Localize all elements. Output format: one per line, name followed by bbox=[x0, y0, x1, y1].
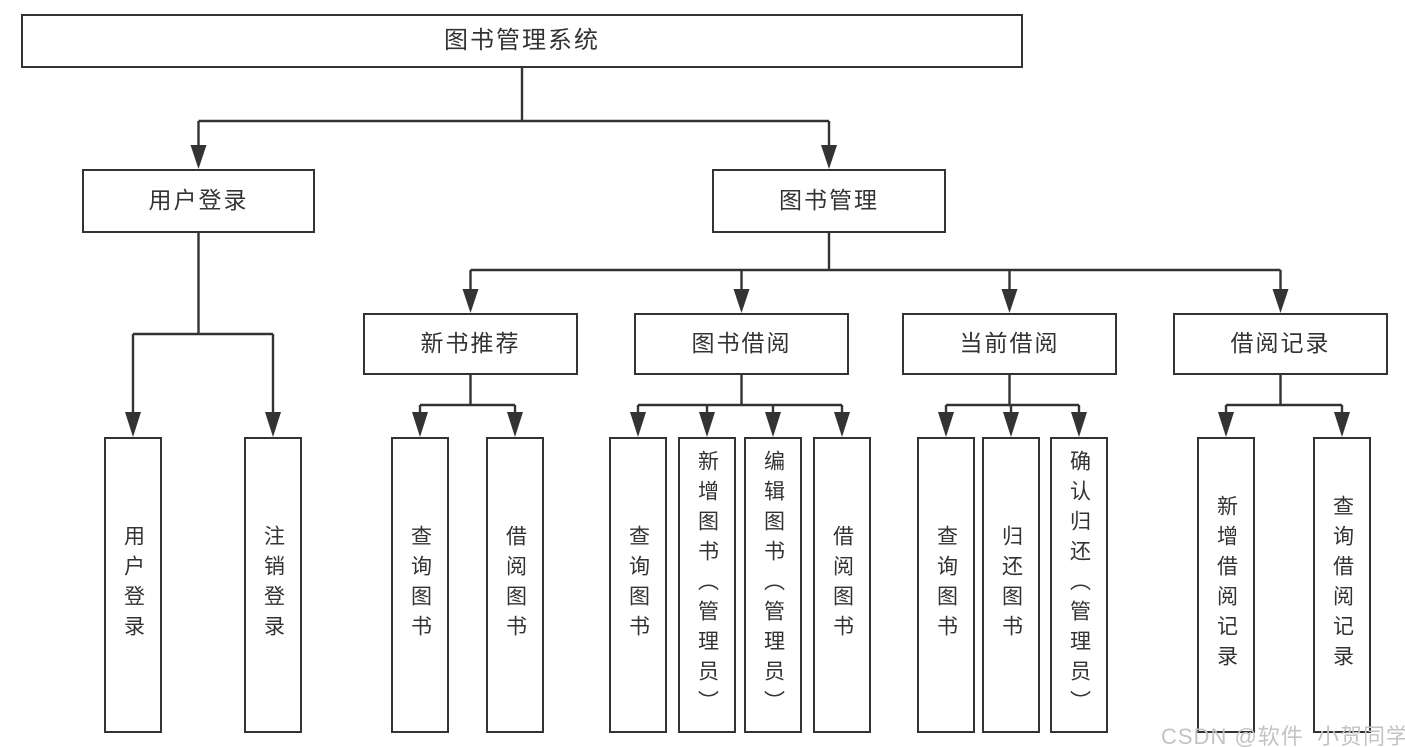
node-label: 借阅记录 bbox=[1230, 330, 1331, 357]
node-leaf-edit-book-admin: 编辑图书（管理员） bbox=[744, 437, 802, 733]
connector-user-login-to-leaves bbox=[125, 233, 281, 437]
node-label: 查询图书 bbox=[408, 525, 432, 645]
node-label: 图书借阅 bbox=[691, 330, 792, 357]
node-leaf-borrow-books-2: 借阅图书 bbox=[813, 437, 871, 733]
connector-book-mgmt-to-level3 bbox=[462, 233, 1289, 313]
node-label: 新增图书（管理员） bbox=[695, 450, 719, 720]
node-leaf-query-borrow-record: 查询借阅记录 bbox=[1313, 437, 1371, 733]
node-label: 编辑图书（管理员） bbox=[761, 450, 785, 720]
node-label: 用户登录 bbox=[148, 187, 249, 214]
node-leaf-query-books-3: 查询图书 bbox=[917, 437, 975, 733]
node-leaf-user-login: 用户登录 bbox=[104, 437, 162, 733]
node-leaf-return-book: 归还图书 bbox=[982, 437, 1040, 733]
node-label: 借阅图书 bbox=[830, 525, 854, 645]
node-label: 图书管理 bbox=[779, 187, 879, 214]
node-leaf-query-books-1: 查询图书 bbox=[391, 437, 449, 733]
node-label: 图书管理系统 bbox=[444, 26, 600, 54]
node-leaf-borrow-books-1: 借阅图书 bbox=[486, 437, 544, 733]
node-label: 新书推荐 bbox=[420, 330, 521, 357]
node-library-management-system: 图书管理系统 bbox=[21, 14, 1023, 68]
node-label: 用户登录 bbox=[121, 525, 145, 645]
connector-new-books-to-leaves bbox=[412, 375, 523, 437]
node-label: 新增借阅记录 bbox=[1214, 495, 1238, 675]
node-book-borrow: 图书借阅 bbox=[634, 313, 849, 375]
node-label: 归还图书 bbox=[999, 525, 1023, 645]
node-book-management: 图书管理 bbox=[712, 169, 946, 233]
node-leaf-logout: 注销登录 bbox=[244, 437, 302, 733]
node-leaf-add-borrow-record: 新增借阅记录 bbox=[1197, 437, 1255, 733]
connector-root-to-level2 bbox=[190, 68, 837, 169]
node-label: 查询图书 bbox=[934, 525, 958, 645]
connector-current-borrow-to-leaves bbox=[938, 375, 1087, 437]
node-leaf-confirm-return-admin: 确认归还（管理员） bbox=[1050, 437, 1108, 733]
node-label: 注销登录 bbox=[261, 525, 285, 645]
node-new-book-recommend: 新书推荐 bbox=[363, 313, 578, 375]
node-borrow-records: 借阅记录 bbox=[1173, 313, 1388, 375]
node-label: 查询图书 bbox=[626, 525, 650, 645]
node-current-borrow: 当前借阅 bbox=[902, 313, 1117, 375]
node-label: 当前借阅 bbox=[959, 330, 1060, 357]
node-label: 借阅图书 bbox=[503, 525, 527, 645]
node-label: 确认归还（管理员） bbox=[1067, 450, 1091, 720]
node-user-login: 用户登录 bbox=[82, 169, 315, 233]
node-leaf-query-books-2: 查询图书 bbox=[609, 437, 667, 733]
connector-borrow-records-to-leaves bbox=[1218, 375, 1350, 437]
csdn-watermark: CSDN @软件_小贺同学 bbox=[1161, 724, 1405, 747]
node-leaf-add-book-admin: 新增图书（管理员） bbox=[678, 437, 736, 733]
connector-book-borrow-to-leaves bbox=[630, 375, 850, 437]
node-label: 查询借阅记录 bbox=[1330, 495, 1354, 675]
